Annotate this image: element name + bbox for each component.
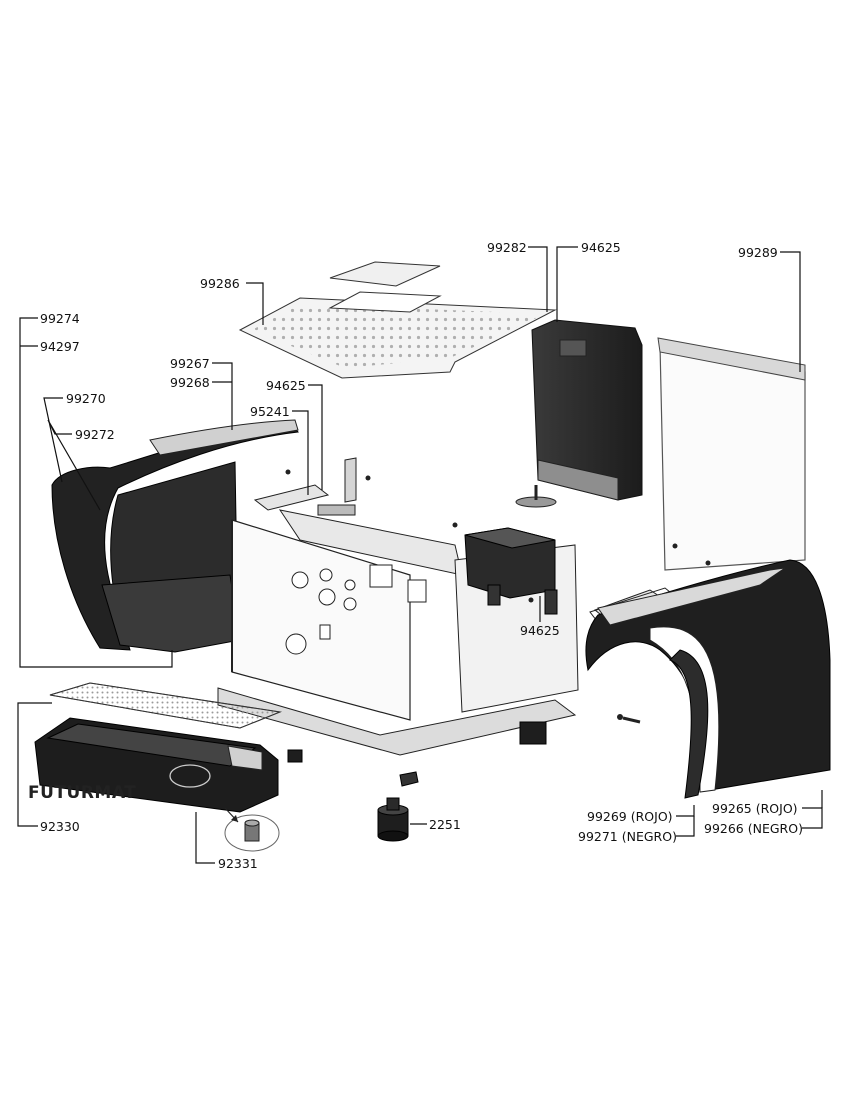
label-99282: 99282 bbox=[487, 240, 527, 255]
label-99266: 99266 (NEGRO) bbox=[704, 821, 803, 836]
label-94625-mid: 94625 bbox=[266, 378, 306, 393]
label-99272: 99272 bbox=[75, 427, 115, 442]
label-99286: 99286 bbox=[200, 276, 240, 291]
label-99269: 99269 (ROJO) bbox=[587, 809, 673, 824]
drip-tray: FUTURMAT bbox=[28, 717, 279, 813]
label-99267: 99267 bbox=[170, 356, 210, 371]
drain-plug-detail bbox=[224, 807, 280, 852]
label-99270: 99270 bbox=[66, 391, 106, 406]
part-number-labels: 99286 99282 94625 99289 99274 94297 9926… bbox=[40, 240, 803, 871]
label-2251: 2251 bbox=[429, 817, 461, 832]
drip-tray-grille bbox=[49, 682, 282, 729]
rear-clear-panel bbox=[657, 337, 806, 571]
label-94625-low: 94625 bbox=[520, 623, 560, 638]
label-99289: 99289 bbox=[738, 245, 778, 260]
rubber-foot bbox=[377, 797, 409, 842]
label-99274: 99274 bbox=[40, 311, 80, 326]
water-tank bbox=[515, 319, 643, 508]
right-side-housing bbox=[585, 559, 831, 799]
label-94625-top: 94625 bbox=[581, 240, 621, 255]
grounds-container bbox=[464, 527, 558, 615]
leader-lines bbox=[17, 246, 823, 864]
top-cover-plate bbox=[238, 261, 557, 379]
label-95241: 95241 bbox=[250, 404, 290, 419]
label-94297: 94297 bbox=[40, 339, 80, 354]
label-99271: 99271 (NEGRO) bbox=[578, 829, 677, 844]
label-99268: 99268 bbox=[170, 375, 210, 390]
brand-logo: FUTURMAT bbox=[28, 783, 136, 803]
left-side-housing bbox=[51, 419, 299, 653]
base-feet bbox=[287, 721, 547, 763]
label-92331: 92331 bbox=[218, 856, 258, 871]
label-92330: 92330 bbox=[40, 819, 80, 834]
label-99265: 99265 (ROJO) bbox=[712, 801, 798, 816]
